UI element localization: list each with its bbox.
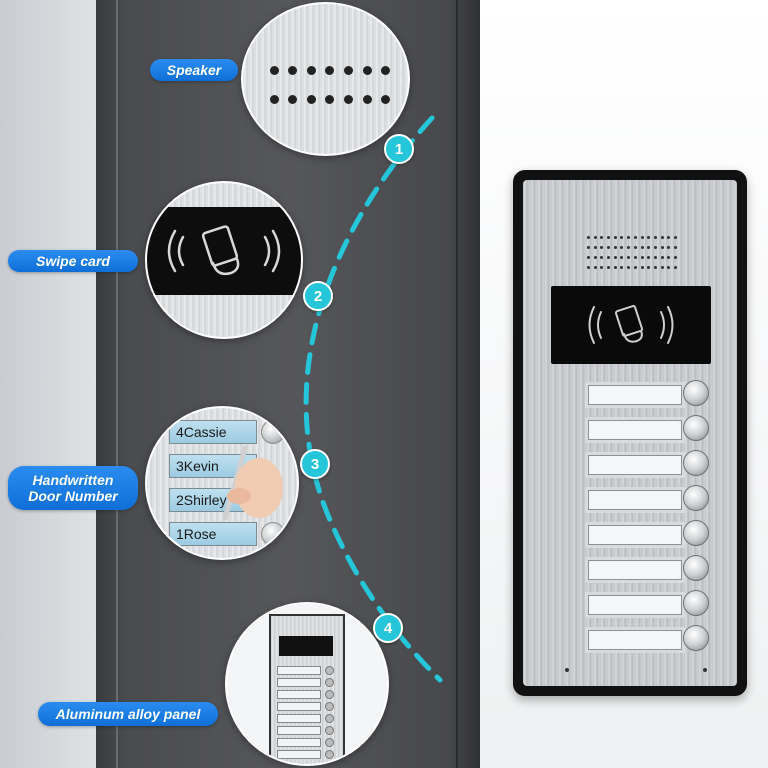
- speaker-label: Speaker: [150, 59, 238, 81]
- device-card-reader: [551, 286, 711, 364]
- call-button: [683, 415, 709, 441]
- rfid-card-icon: [588, 305, 674, 344]
- swipe-card-closeup: [145, 181, 303, 339]
- intercom-device: [513, 170, 747, 696]
- screw-dot: [703, 668, 707, 672]
- hand-writing-image: [222, 445, 283, 521]
- door-number-label-line2: Door Number: [28, 488, 118, 504]
- call-button: [683, 590, 709, 616]
- door-tag: 4Cassie: [169, 420, 257, 444]
- door-number-label: Handwritten Door Number: [8, 466, 138, 510]
- mini-card-reader: [279, 636, 333, 656]
- call-button: [261, 420, 285, 444]
- device-faceplate: [523, 180, 737, 686]
- rfid-card-icon: [167, 225, 281, 276]
- call-button: [683, 625, 709, 651]
- swipe-card-label: Swipe card: [8, 250, 138, 272]
- door-tag: 1Rose: [169, 522, 257, 546]
- door-number-label-line1: Handwritten: [32, 472, 114, 488]
- step-badge: 1: [384, 134, 414, 164]
- card-reader-window: [147, 207, 301, 295]
- call-button: [261, 522, 285, 546]
- step-badge: 4: [373, 613, 403, 643]
- device-speaker-grille: [585, 236, 679, 272]
- call-button: [683, 450, 709, 476]
- door-number-closeup: 4Cassie 3Kevin 2Shirley 1Rose: [145, 406, 299, 560]
- speaker-closeup: [241, 2, 410, 156]
- wall-edge: [0, 0, 96, 768]
- speaker-grille: [265, 66, 395, 110]
- call-button: [683, 380, 709, 406]
- aluminum-panel-label: Aluminum alloy panel: [38, 702, 218, 726]
- step-badge: 3: [300, 449, 330, 479]
- aluminum-panel-closeup: [225, 602, 389, 766]
- mini-panel-image: [269, 614, 345, 764]
- call-button: [683, 520, 709, 546]
- step-badge: 2: [303, 281, 333, 311]
- call-button: [683, 555, 709, 581]
- call-button: [683, 485, 709, 511]
- screw-dot: [565, 668, 569, 672]
